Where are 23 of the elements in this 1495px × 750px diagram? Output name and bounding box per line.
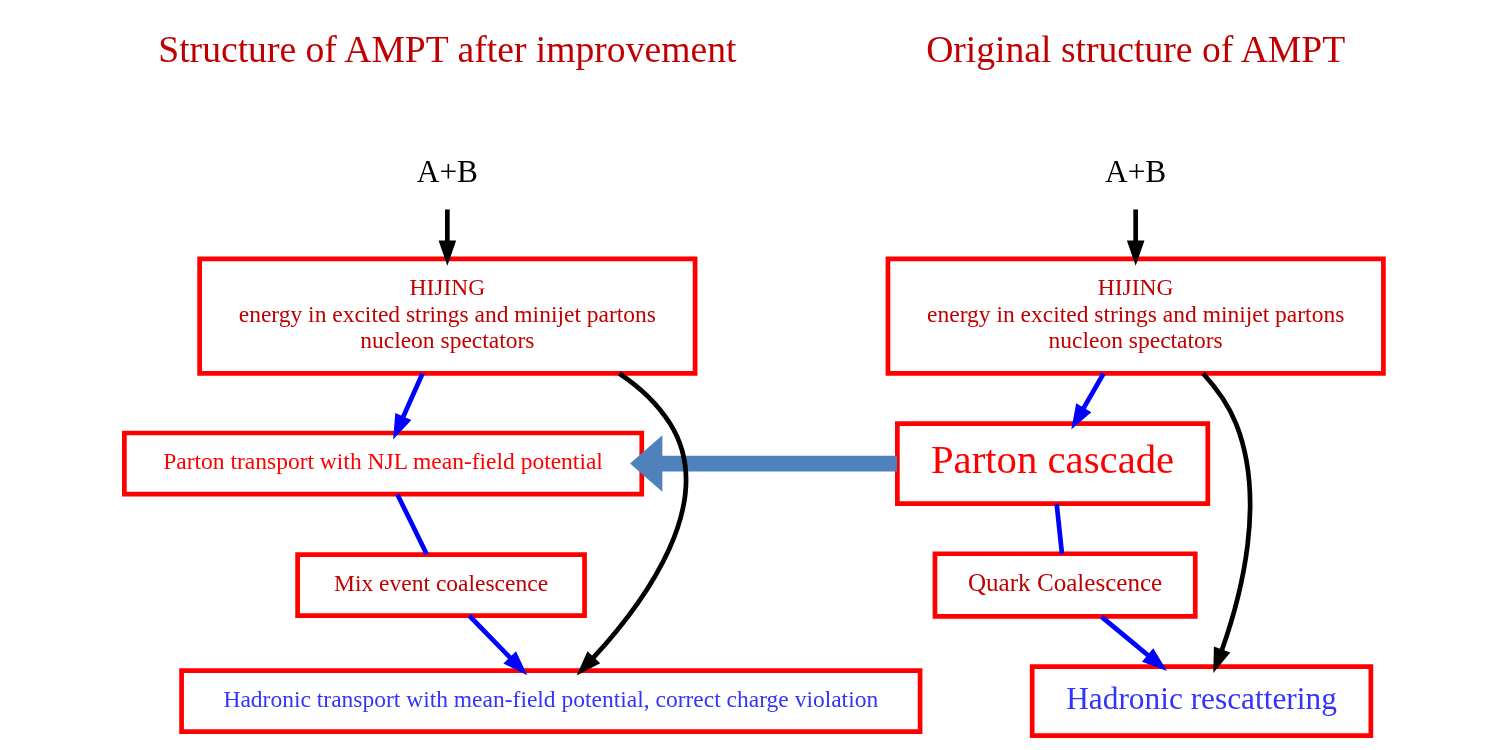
node-text: A+B [1104,154,1166,190]
arrow [576,371,688,676]
arrow [438,209,456,266]
node-box: HIJING energy in excited strings and minijet partons nucleon spectators [196,256,697,376]
node-box: Hadronic transport with mean-field potential, correct charge violation [178,668,922,735]
node-box: Mix event coalescence [294,552,587,619]
arrow [1070,372,1106,430]
connector [394,493,429,556]
label: Original structure of AMPT [925,27,1345,70]
arrow [392,372,425,440]
node-box: Quark Coalescence [932,551,1198,619]
node-box: HIJING energy in excited strings and minijet partons nucleon spectators [885,256,1386,376]
arrow [1200,371,1252,674]
label: Structure of AMPT after improvement [157,27,736,70]
arrow [1099,615,1167,671]
arrow [1126,209,1144,266]
node-box: Parton cascade [894,421,1210,506]
node-box: Hadronic rescattering [1029,664,1373,738]
arrow [467,614,527,676]
arrow [629,435,897,492]
connector [1053,503,1064,554]
node-text: A+B [416,154,478,190]
node-box: Parton transport with NJL mean-field potential [121,430,644,497]
